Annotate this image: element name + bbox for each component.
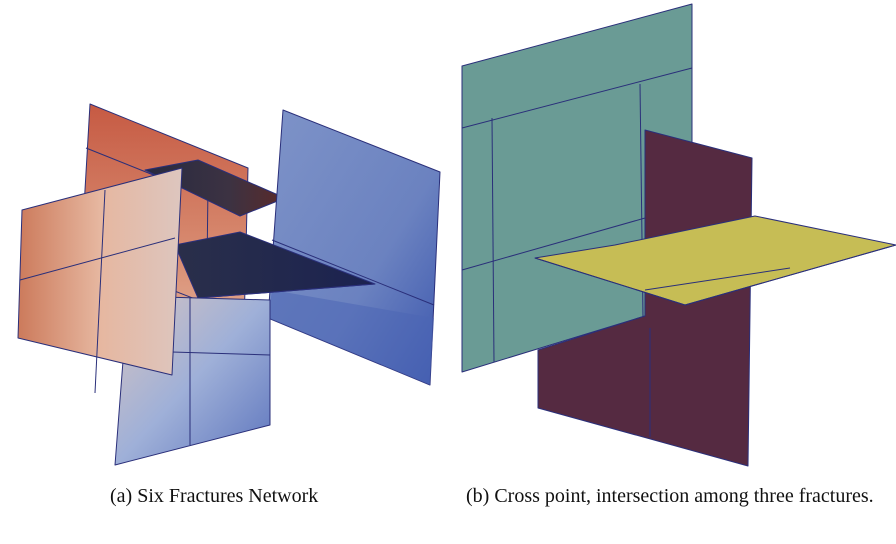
fracture-edge — [644, 267, 791, 291]
fracture-plum — [537, 129, 753, 467]
six-fractures-diagram — [17, 103, 441, 466]
caption-a: (a) Six Fractures Network — [110, 485, 319, 507]
fracture-edge — [197, 283, 376, 299]
fracture-edge — [491, 117, 495, 363]
fracture-edge — [461, 67, 693, 129]
fracture-edge — [684, 244, 896, 306]
fracture-edge — [19, 237, 176, 281]
fracture-edge — [171, 351, 271, 356]
fracture-edge — [94, 189, 106, 394]
fracture-edge — [461, 217, 646, 271]
caption-b: (b) Cross point, intersection among thre… — [466, 485, 874, 507]
fracture-front-warm — [17, 167, 183, 376]
fracture-right-blue-shade — [268, 290, 434, 385]
cross-point-diagram — [461, 3, 896, 467]
fracture-edge — [534, 257, 686, 306]
fracture-edge — [271, 239, 435, 306]
